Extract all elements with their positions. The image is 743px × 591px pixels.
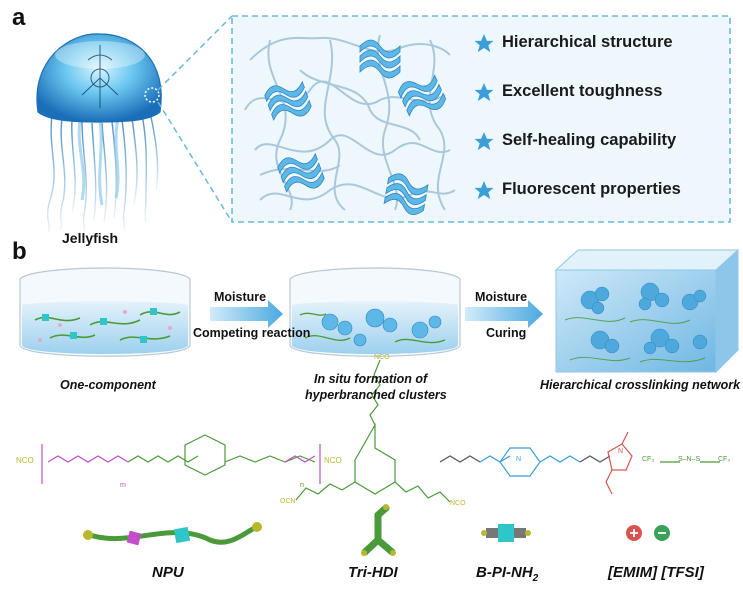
- bpi-name: B-PI-NH: [476, 564, 533, 581]
- stage2-caption-line2: hyperbranched clusters: [305, 388, 447, 402]
- arrow-competing-reaction: [210, 300, 283, 328]
- zoom-lines: [157, 15, 233, 223]
- feature-excellent-toughness: Excellent toughness: [502, 82, 663, 100]
- feature-fluorescent: Fluorescent properties: [502, 180, 681, 198]
- npu-structure: [41, 434, 321, 484]
- arrow2-bottom-label: Curing: [486, 326, 527, 340]
- emim-n-label: N: [618, 448, 624, 455]
- emim-tfsi-structure: [605, 431, 720, 495]
- arrow1-top-label: Moisture: [214, 290, 267, 304]
- bpi-structure: [439, 447, 611, 477]
- hdi-top-nco: NCO: [374, 354, 390, 361]
- component-emim-tfsi-label: [EMIM] [TFSI]: [608, 564, 704, 581]
- star-icon: [474, 181, 494, 200]
- star-icon: [474, 132, 494, 151]
- npu-index-n: n: [300, 482, 304, 489]
- stage2-caption-line1: In situ formation of: [314, 372, 428, 386]
- jellyfish-label: Jellyfish: [62, 230, 119, 246]
- tfsi-right: CF₃: [718, 456, 731, 463]
- stage1-caption: One-component: [60, 378, 156, 392]
- panel-b-label: b: [12, 238, 27, 265]
- npu-end-right: NCO: [324, 456, 342, 465]
- ion-icons: [626, 525, 670, 541]
- arrow-curing: [465, 300, 543, 328]
- component-tri-hdi-label: Tri-HDI: [348, 564, 398, 581]
- jellyfish-illustration: [36, 33, 162, 233]
- hdi-left-ocn: OCN: [280, 498, 296, 505]
- star-icon: [474, 83, 494, 102]
- dish-one-component: [19, 267, 191, 357]
- arrow1-bottom-label: Competing reaction: [193, 326, 311, 340]
- star-icon: [474, 34, 494, 53]
- tfsi-left: CF₃: [642, 456, 655, 463]
- tfsi-mid: S–N–S: [678, 456, 701, 463]
- npu-chain-icon: [83, 522, 262, 546]
- feature-hierarchical-structure: Hierarchical structure: [502, 33, 673, 51]
- bpi-subscript: 2: [532, 573, 539, 584]
- stage3-caption: Hierarchical crosslinking network: [540, 378, 741, 392]
- feature-star-icons: [474, 34, 494, 200]
- tri-hdi-icon: [361, 504, 396, 556]
- npu-end-left: NCO: [16, 456, 34, 465]
- crosslinked-cube: [554, 248, 740, 374]
- pi-n-label: N: [516, 456, 522, 463]
- feature-self-healing: Self-healing capability: [502, 131, 677, 149]
- arrow2-top-label: Moisture: [475, 290, 528, 304]
- component-bpi-label: B-PI-NH2: [476, 564, 538, 584]
- npu-index-m: m: [120, 482, 126, 489]
- beta-sheet-ribbons: [264, 39, 447, 215]
- dish-hyperbranched: [289, 267, 461, 357]
- bpi-icon: [481, 524, 531, 542]
- panel-a-label: a: [12, 4, 26, 31]
- tri-hdi-structure: [295, 359, 451, 503]
- component-npu-label: NPU: [152, 564, 184, 581]
- hdi-right-nco: NCO: [450, 500, 466, 507]
